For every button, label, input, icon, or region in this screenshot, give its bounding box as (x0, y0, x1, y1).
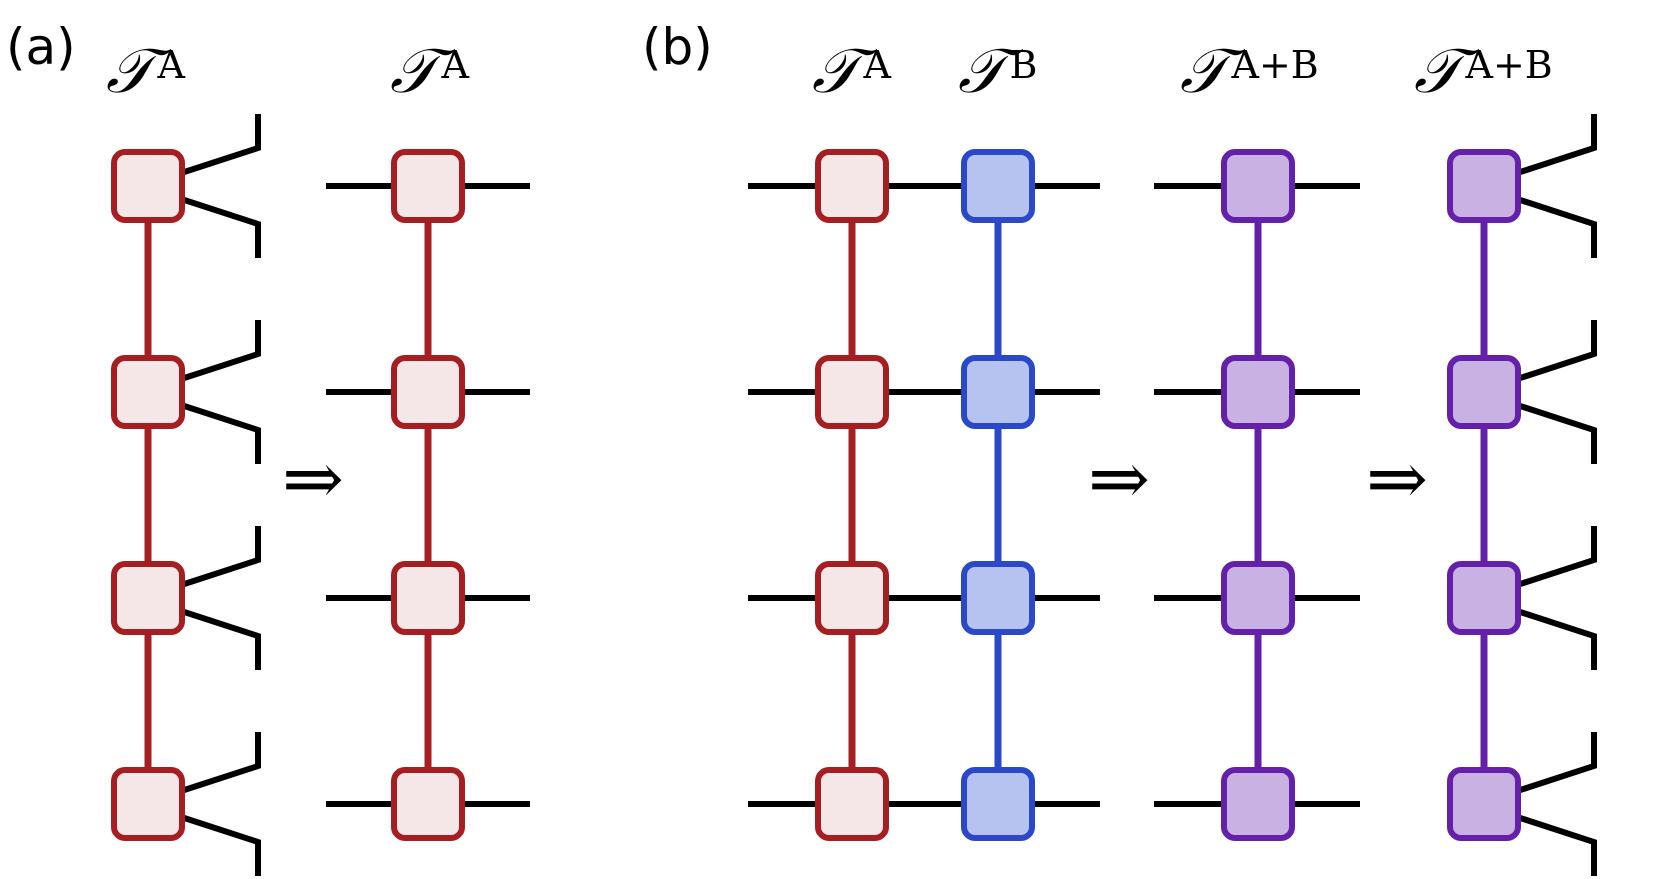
chain-a-left-leg-0-upper (171, 114, 261, 179)
chain-a-left-tensor-3 (111, 767, 185, 841)
chain-a-left-leg-3-upper (171, 732, 261, 797)
chain-b-ab-right-leg-2-lower (1507, 605, 1597, 670)
svg-text:𝒯B: 𝒯B (958, 34, 1037, 107)
panel-label-a: (a) (6, 18, 76, 76)
chain-b-ab-middle-tensor-1 (1221, 355, 1295, 429)
chain-b-a-tensor-2 (815, 561, 889, 635)
chain-a-left-leg-2-upper (171, 526, 261, 591)
svg-text:𝒯A: 𝒯A (106, 34, 186, 107)
chain-b-b-tensor-0 (961, 149, 1035, 223)
chain-b-a-tensor-3 (815, 767, 889, 841)
chain-b-ab-right-leg-0-lower (1507, 193, 1597, 258)
chain-b-b-tensor-2 (961, 561, 1035, 635)
chain-a-right-tensor-1 (391, 355, 465, 429)
chain-b-b-tensor-1 (961, 355, 1035, 429)
chain-b-ab-middle-tensor-2 (1221, 561, 1295, 635)
chain-b-ab-right-leg-3-upper (1507, 732, 1597, 797)
chain-a-left-leg-2-lower (171, 605, 261, 670)
chain-b-ab-right-tensor-1 (1447, 355, 1521, 429)
chain-b-b-tensor-3 (961, 767, 1035, 841)
panel-label-b: (b) (642, 18, 713, 76)
chain-a-right-tensor-2 (391, 561, 465, 635)
chain-b-a-tensor-1 (815, 355, 889, 429)
chain-b-ab-right-leg-3-lower (1507, 811, 1597, 876)
svg-text:𝒯A+B: 𝒯A+B (1180, 34, 1319, 107)
chain-b-ab-right-tensor-0 (1447, 149, 1521, 223)
arrow-a: ⇒ (282, 436, 344, 522)
chain-a-right-tensor-0 (391, 149, 465, 223)
chain-a-left-leg-1-upper (171, 320, 261, 385)
chain-b-ab-right-leg-1-upper (1507, 320, 1597, 385)
chain-b-ab-right-leg-2-upper (1507, 526, 1597, 591)
chain-a-left-tensor-0 (111, 149, 185, 223)
svg-text:𝒯A+B: 𝒯A+B (1414, 34, 1553, 107)
chain-b-ab-middle-tensor-3 (1221, 767, 1295, 841)
nodes-layer (111, 149, 1521, 841)
chain-a-left-tensor-2 (111, 561, 185, 635)
chain-b-ab-right-leg-0-upper (1507, 114, 1597, 179)
chain-a-left-leg-0-lower (171, 193, 261, 258)
chain-b-a-tensor-0 (815, 149, 889, 223)
arrow-b-first: ⇒ (1088, 436, 1150, 522)
svg-text:𝒯A: 𝒯A (812, 34, 892, 107)
chain-a-right-tensor-3 (391, 767, 465, 841)
arrow-b-second: ⇒ (1366, 436, 1428, 522)
chain-a-left-leg-1-lower (171, 399, 261, 464)
svg-text:𝒯A: 𝒯A (390, 34, 470, 107)
chain-a-left-tensor-1 (111, 355, 185, 429)
chain-a-left-leg-3-lower (171, 811, 261, 876)
chain-b-ab-right-tensor-2 (1447, 561, 1521, 635)
chain-b-ab-right-tensor-3 (1447, 767, 1521, 841)
chain-b-ab-right-leg-1-lower (1507, 399, 1597, 464)
chain-b-ab-middle-tensor-0 (1221, 149, 1295, 223)
